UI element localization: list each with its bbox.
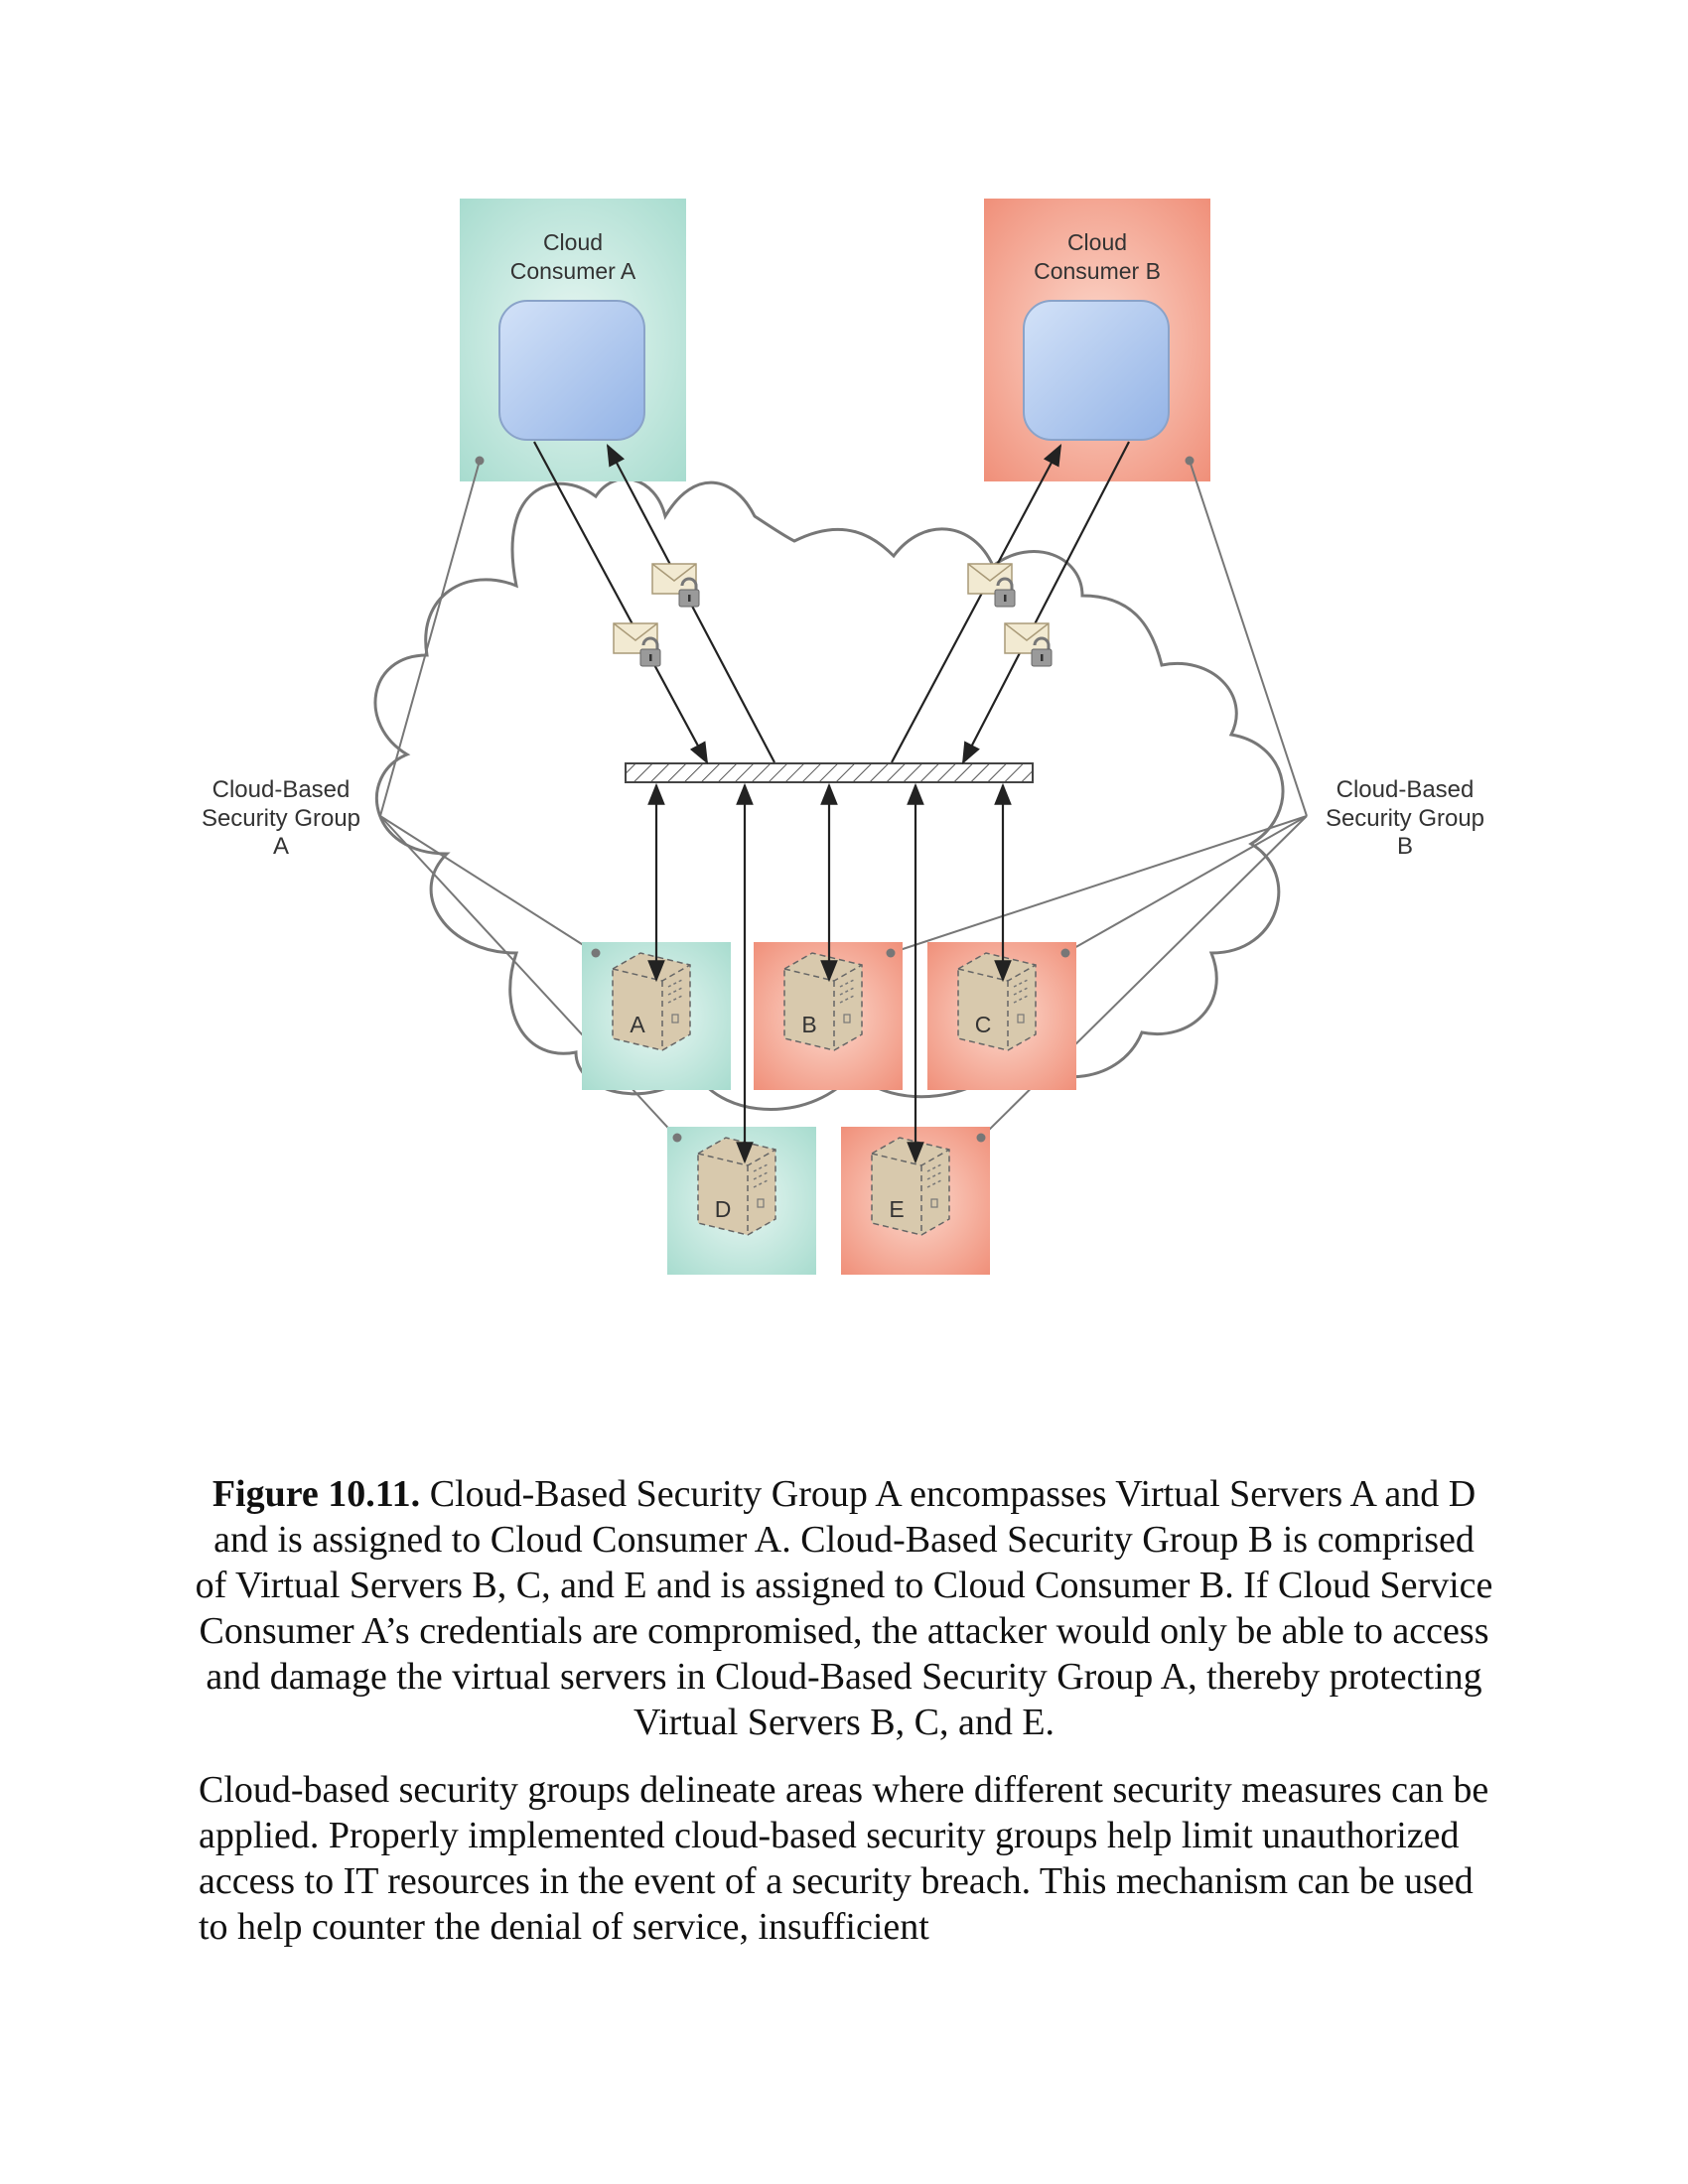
virtual-server-icon: [697, 1137, 776, 1236]
svg-text:Cloud: Cloud: [1067, 229, 1127, 255]
virtual-server-icon: [871, 1137, 950, 1236]
svg-text:C: C: [975, 1012, 992, 1037]
consumer-b-screen-icon: [1023, 300, 1170, 441]
svg-text:Cloud-Based: Cloud-Based: [212, 776, 351, 803]
svg-text:B: B: [801, 1012, 816, 1037]
svg-text:D: D: [715, 1196, 732, 1222]
security-groups-diagram: Cloud Consumer A Cloud Consumer B Cloud-…: [202, 199, 1484, 1275]
server-access-arrows: [647, 782, 1012, 1164]
svg-text:Consumer A: Consumer A: [510, 258, 636, 284]
svg-text:E: E: [889, 1196, 904, 1222]
virtual-server-d: D: [667, 1127, 816, 1275]
figure-caption: Figure 10.11. Cloud-Based Security Group…: [194, 1471, 1494, 1745]
virtual-server-icon: [783, 952, 863, 1051]
svg-text:Cloud-Based: Cloud-Based: [1336, 776, 1475, 803]
virtual-server-icon: [612, 952, 691, 1051]
svg-text:B: B: [1397, 833, 1413, 860]
security-group-b-label: Cloud-Based Security Group B: [1326, 776, 1484, 860]
cloud-consumer-b: Cloud Consumer B: [984, 199, 1210, 481]
svg-text:A: A: [273, 833, 289, 860]
svg-text:Consumer B: Consumer B: [1034, 258, 1161, 284]
svg-text:A: A: [630, 1012, 645, 1037]
svg-text:Security Group: Security Group: [1326, 805, 1484, 832]
firewall-bar: [625, 762, 1034, 783]
security-group-a-label: Cloud-Based Security Group A: [202, 776, 360, 860]
cloud-consumer-a: Cloud Consumer A: [460, 199, 686, 481]
virtual-server-icon: [957, 952, 1037, 1051]
svg-text:Security Group: Security Group: [202, 805, 360, 832]
consumer-a-screen-icon: [498, 300, 645, 441]
caption-label: Figure 10.11.: [211, 1473, 421, 1515]
caption-text: Cloud-Based Security Group A encompasses…: [195, 1473, 1493, 1743]
svg-text:Cloud: Cloud: [543, 229, 603, 255]
body-paragraph: Cloud-based security groups delineate ar…: [199, 1769, 1489, 1948]
